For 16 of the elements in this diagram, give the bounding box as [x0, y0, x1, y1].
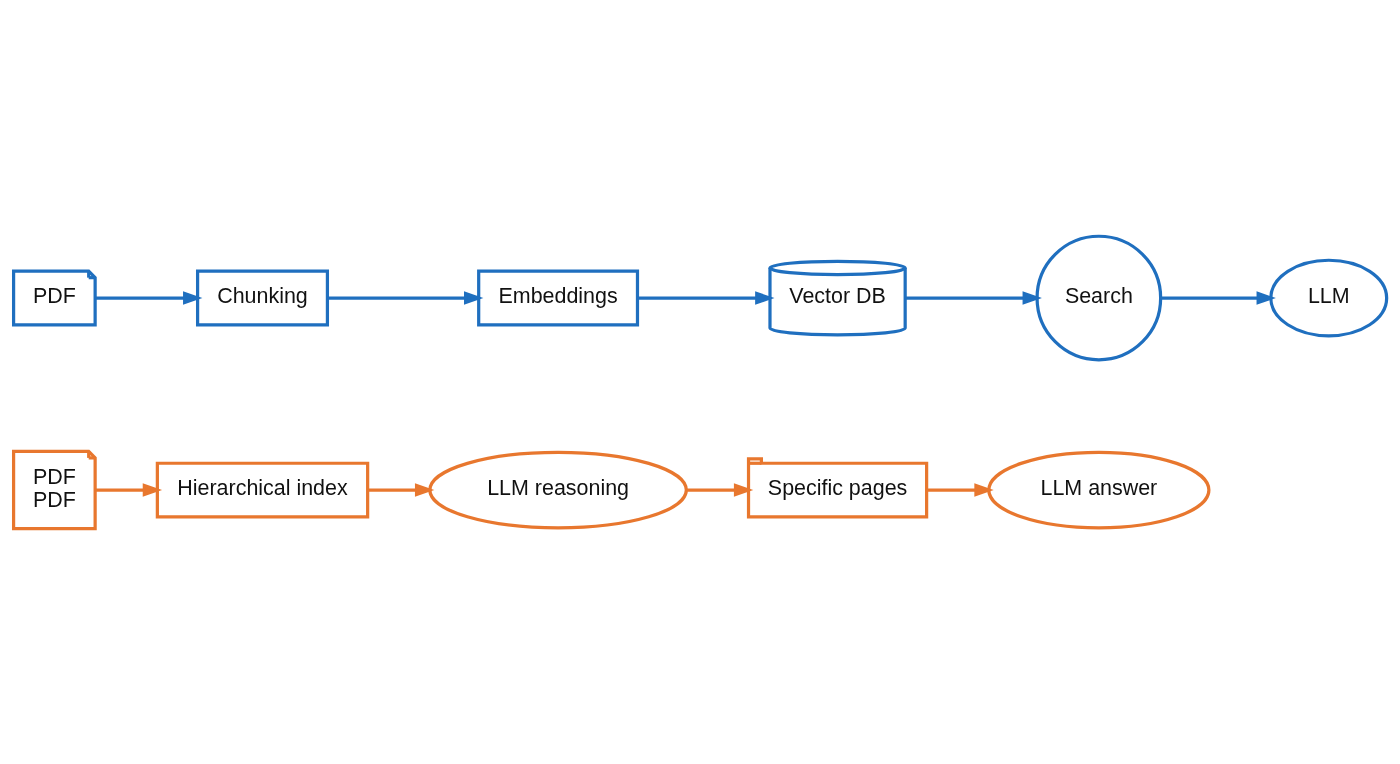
arrow [95, 290, 203, 305]
node-box: Embeddings [477, 269, 640, 326]
arrow [327, 290, 484, 305]
arrow [367, 482, 435, 497]
node-ellipse: LLM [1269, 258, 1389, 337]
arrow [637, 290, 775, 305]
arrow [926, 482, 994, 497]
arrow [95, 482, 163, 497]
arrow [686, 482, 754, 497]
node-ellipse: LLM reasoning [428, 450, 688, 529]
node-box: Hierarchical index [155, 461, 370, 518]
node-ellipse: LLM answer [987, 450, 1211, 529]
arrow [1160, 290, 1276, 305]
arrow [905, 290, 1042, 305]
node-box: Chunking [196, 269, 330, 326]
node-circle: Search [1035, 234, 1163, 361]
